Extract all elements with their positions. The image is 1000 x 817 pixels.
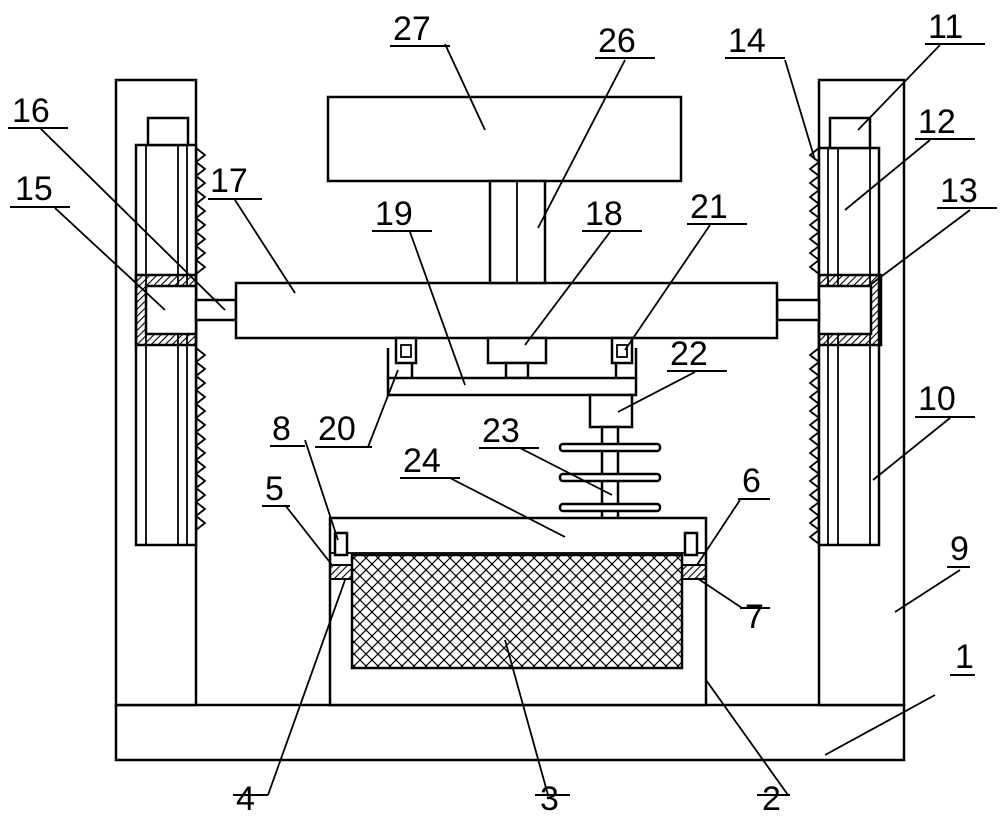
label-8: 8: [272, 410, 291, 448]
label-11: 11: [928, 8, 963, 46]
swing-plate: [386, 376, 638, 397]
left-rack-lower: [194, 347, 207, 531]
right-rack-upper: [808, 147, 821, 275]
right-top-cap: [828, 116, 872, 150]
top-motor-housing: [326, 95, 683, 183]
left-bracket-inner: [400, 344, 412, 358]
right-bracket-inner: [616, 344, 628, 358]
rack-teeth: [808, 147, 821, 275]
left-hanger: [386, 348, 414, 378]
rack-teeth: [194, 147, 207, 275]
label-16: 16: [12, 92, 50, 130]
lower-motor-shaft: [504, 361, 530, 380]
label-6: 6: [742, 462, 761, 500]
mesh-basket: [350, 553, 684, 670]
right-rack-lower: [808, 347, 821, 545]
rack-teeth: [808, 347, 821, 545]
right-post: [683, 531, 699, 557]
label-20: 20: [318, 410, 356, 448]
label-13: 13: [940, 172, 978, 210]
lower-motor: [486, 336, 548, 365]
label-18: 18: [585, 195, 623, 233]
label-14: 14: [728, 22, 766, 60]
label-5: 5: [265, 470, 284, 508]
label-7: 7: [745, 598, 764, 636]
left-bracket: [394, 336, 418, 365]
label-24: 24: [403, 442, 441, 480]
right-guide-rail: [817, 146, 881, 547]
base-plate: [114, 703, 906, 762]
rack-teeth: [194, 347, 207, 531]
stirring-motor: [588, 393, 634, 429]
cross-beam: [234, 281, 779, 340]
right-hanger: [614, 348, 638, 378]
left-clip: [329, 564, 353, 580]
label-19: 19: [375, 195, 413, 233]
label-27: 27: [393, 10, 431, 48]
container-bottom-inner: [329, 517, 707, 554]
right-connecting-rod: [775, 298, 821, 322]
label-21: 21: [690, 188, 728, 226]
label-4: 4: [236, 780, 255, 817]
label-9: 9: [950, 530, 969, 568]
label-15: 15: [15, 170, 53, 208]
label-1: 1: [955, 638, 974, 676]
stirring-blade: [558, 472, 662, 483]
right-clip: [681, 564, 707, 580]
stirring-blade: [558, 502, 662, 513]
stirring-blade: [558, 442, 662, 453]
label-17: 17: [210, 162, 248, 200]
left-rack-upper: [194, 147, 207, 275]
left-top-cap: [146, 116, 190, 147]
right-bracket: [610, 336, 634, 365]
label-23: 23: [482, 412, 520, 450]
label-26: 26: [598, 22, 636, 60]
label-22: 22: [670, 335, 708, 373]
left-slider-block: [144, 284, 198, 336]
left-connecting-rod: [194, 298, 238, 322]
right-slider-block: [817, 284, 873, 336]
label-10: 10: [918, 380, 956, 418]
leader-lines: [39, 43, 971, 796]
label-3: 3: [540, 780, 559, 817]
label-2: 2: [762, 780, 781, 817]
label-12: 12: [918, 103, 956, 141]
